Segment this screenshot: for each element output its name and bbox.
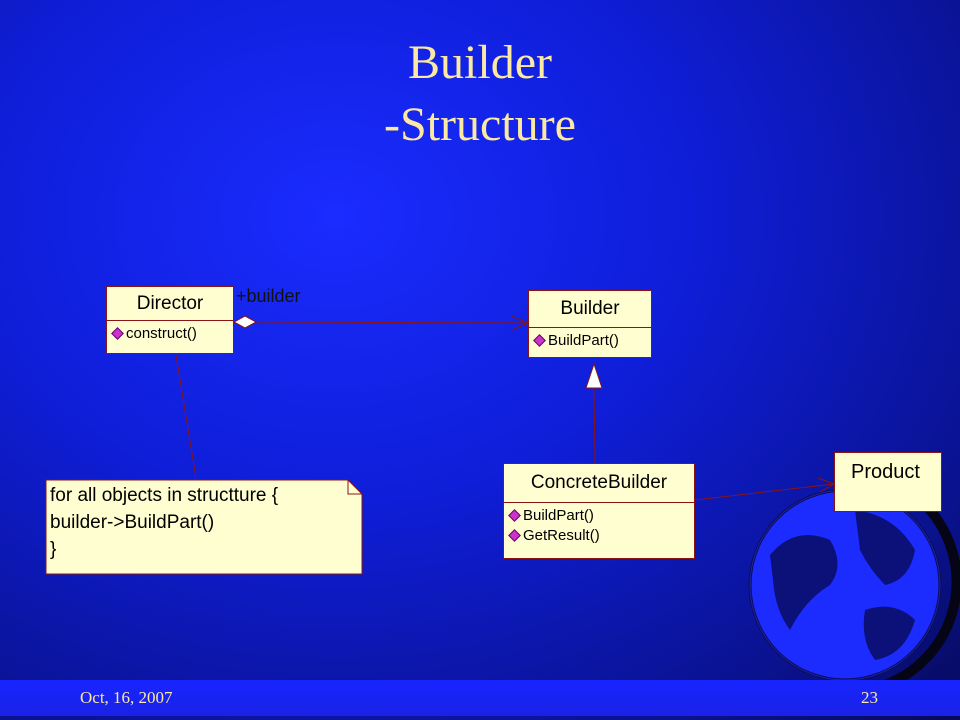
slide-title: Builder	[408, 36, 552, 89]
class-operations: construct()	[107, 321, 233, 345]
operation: BuildPart()	[533, 330, 647, 350]
class-name: Builder	[529, 291, 651, 328]
note-fold	[347, 480, 362, 495]
operation: construct()	[111, 323, 229, 343]
dependency-line	[694, 483, 835, 501]
inheritance-line	[593, 387, 596, 464]
operation-icon	[533, 333, 546, 347]
aggregation-diamond	[232, 315, 258, 329]
operation-label: GetResult()	[523, 526, 600, 544]
note-line: for all objects in structture {	[50, 485, 279, 506]
operation-label: BuildPart()	[523, 506, 594, 524]
class-director: Director construct()	[106, 286, 234, 354]
class-name: ConcreteBuilder	[504, 464, 694, 503]
slide-subtitle: -Structure	[384, 98, 576, 151]
page-number: 23	[861, 688, 878, 707]
operation-icon	[111, 326, 124, 340]
association-role-label: +builder	[236, 286, 301, 306]
operation-icon	[508, 528, 521, 542]
class-operations: BuildPart() GetResult()	[504, 503, 694, 547]
class-concrete-builder: ConcreteBuilder BuildPart() GetResult()	[503, 463, 695, 559]
class-product: Product	[834, 452, 942, 512]
operation: BuildPart()	[508, 505, 690, 525]
footer-bar: Oct, 16, 2007 23	[0, 680, 960, 716]
class-name: Director	[107, 287, 233, 321]
class-builder: Builder BuildPart()	[528, 290, 652, 358]
association-line	[255, 321, 529, 324]
operation-label: construct()	[126, 324, 197, 342]
note-text: for all objects in structture { builder-…	[50, 482, 278, 563]
note-anchor-line	[175, 354, 197, 479]
note-line: }	[50, 539, 57, 560]
operation: GetResult()	[508, 525, 690, 545]
operation-icon	[508, 508, 521, 522]
note-line: builder->BuildPart()	[50, 512, 215, 533]
class-operations: BuildPart()	[529, 328, 651, 352]
footer-date: Oct, 16, 2007	[80, 688, 173, 707]
inheritance-triangle	[585, 362, 603, 389]
operation-label: BuildPart()	[548, 331, 619, 349]
class-name: Product	[851, 461, 920, 483]
note-shape	[45, 479, 363, 575]
